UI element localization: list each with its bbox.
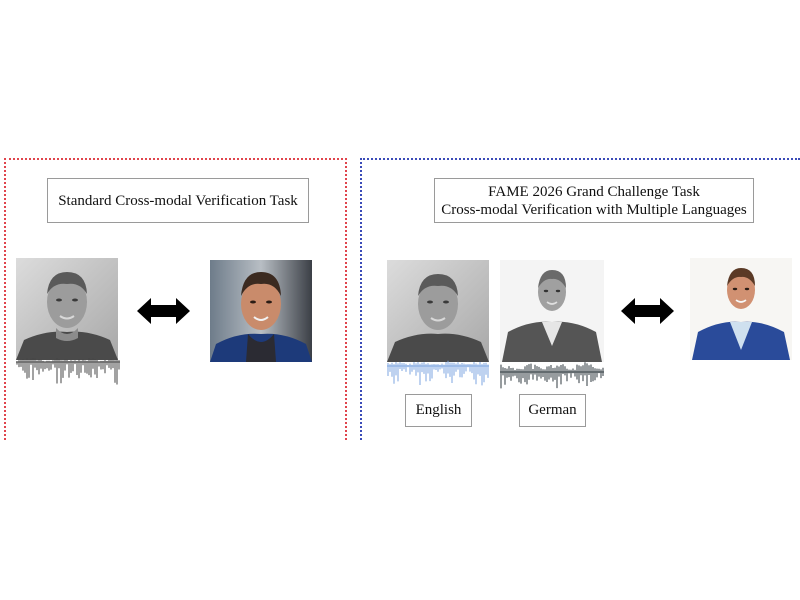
standard-task-title-box: Standard Cross-modal Verification Task: [47, 178, 309, 223]
double-arrow-icon: [621, 298, 674, 324]
english-label-text: English: [415, 402, 462, 418]
fame-task-title-box: FAME 2026 Grand Challenge Task Cross-mod…: [434, 178, 754, 223]
grayscale-face-photo-english: [387, 260, 489, 362]
german-label: German: [519, 394, 586, 427]
german-audio-waveform-icon: [500, 362, 604, 389]
double-arrow-icon: [137, 298, 190, 324]
german-label-text: German: [528, 402, 577, 418]
fame-task-panel: [360, 158, 800, 440]
grayscale-face-photo-german: [500, 260, 604, 362]
english-label: English: [405, 394, 472, 427]
fame-task-title-line1: FAME 2026 Grand Challenge Task: [488, 183, 700, 200]
fame-task-title-line2: Cross-modal Verification with Multiple L…: [441, 201, 747, 218]
standard-task-title: Standard Cross-modal Verification Task: [58, 192, 298, 209]
audio-waveform-icon: [16, 357, 120, 385]
color-face-photo-left: [210, 260, 312, 362]
color-face-photo-right: [690, 258, 792, 360]
standard-task-panel: [4, 158, 347, 440]
english-audio-waveform-icon: [387, 360, 489, 386]
grayscale-face-photo-left: [16, 258, 118, 360]
